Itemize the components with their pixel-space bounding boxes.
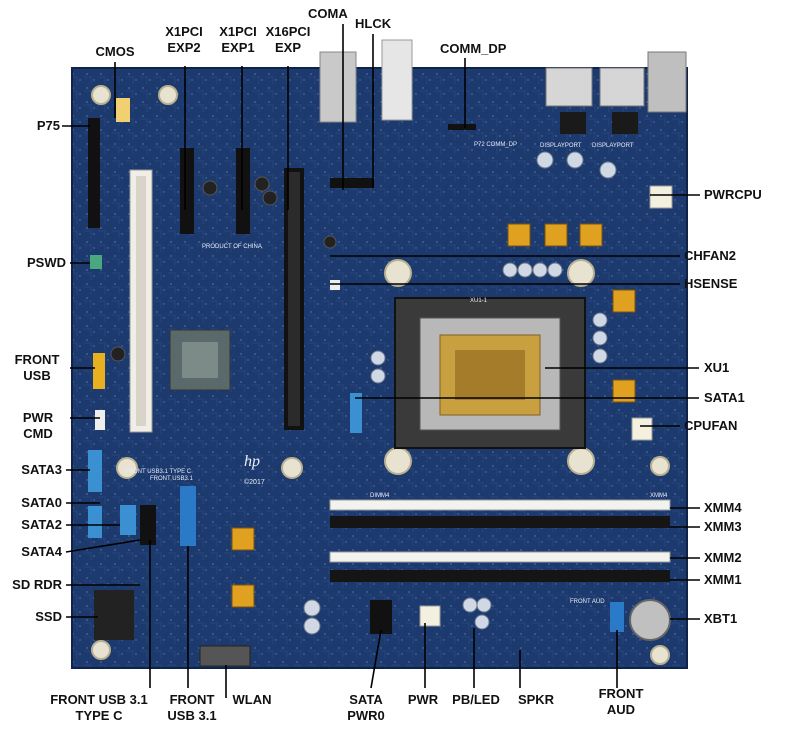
leader-lines xyxy=(62,24,700,698)
label-ssd: SSD xyxy=(35,609,62,624)
label-front-usb31: FRONT USB 3.1 xyxy=(167,692,217,723)
label-hsense: HSENSE xyxy=(684,276,738,291)
label-wlan: WLAN xyxy=(232,692,272,707)
label-x16pci-exp: X16PCI EXP xyxy=(265,24,311,55)
label-sata-pwr0: SATA PWR0 xyxy=(347,692,385,723)
label-cpufan: CPUFAN xyxy=(684,418,738,433)
label-spkr: SPKR xyxy=(517,692,555,707)
black-capacitors xyxy=(110,176,337,362)
board-front-usb31-text: FRONT USB3.1 xyxy=(150,476,194,482)
board-displayport-1-text: DISPLAYPORT xyxy=(540,143,582,149)
label-coma: COMA xyxy=(308,6,348,21)
board-year-text: ©2017 xyxy=(244,478,265,486)
label-xmm4: XMM4 xyxy=(704,500,742,515)
label-x1pci-exp1: X1PCI EXP1 xyxy=(219,24,257,55)
label-sata0: SATA0 xyxy=(21,495,62,510)
board-front-aud-text: FRONT AUD xyxy=(570,599,605,605)
label-pswd: PSWD xyxy=(27,255,66,270)
label-sata2: SATA2 xyxy=(21,517,62,532)
label-comm-dp: COMM_DP xyxy=(440,41,507,56)
label-front-aud: FRONT AUD xyxy=(598,686,644,717)
label-chfan2: CHFAN2 xyxy=(684,248,737,263)
label-pwrcpu: PWRCPU xyxy=(704,187,762,202)
label-sata3: SATA3 xyxy=(21,462,62,477)
board-origin-text: PRODUCT OF CHINA xyxy=(202,244,262,250)
label-sata1: SATA1 xyxy=(704,390,745,405)
label-hlck: HLCK xyxy=(355,16,392,31)
board-displayport-2-text: DISPLAYPORT xyxy=(592,143,634,149)
label-pb-led: PB/LED xyxy=(452,692,500,707)
board-dimm-left-text: DIMM4 xyxy=(370,493,390,499)
board-dimm-right-text: XMM4 xyxy=(650,493,668,499)
vrm-inductors xyxy=(231,223,636,608)
label-xbt1: XBT1 xyxy=(704,611,738,626)
label-front-usb31-typec: FRONT USB 3.1 TYPE C xyxy=(50,692,148,723)
label-sd-rdr: SD RDR xyxy=(12,577,62,592)
label-xu1: XU1 xyxy=(704,360,730,375)
label-xmm3: XMM3 xyxy=(704,519,742,534)
hp-logo: hp xyxy=(244,453,260,470)
dimm-slots xyxy=(329,499,671,582)
label-sata4: SATA4 xyxy=(21,544,62,559)
capacitors xyxy=(303,151,617,635)
label-x1pci-exp2: X1PCI EXP2 xyxy=(165,24,203,55)
label-p75: P75 xyxy=(36,118,60,133)
label-cmos: CMOS xyxy=(95,44,135,59)
label-front-usb: FRONT USB xyxy=(14,352,60,383)
label-pwr-cmd: PWR CMD xyxy=(22,410,54,441)
label-xmm2: XMM2 xyxy=(704,550,742,565)
pci-slots xyxy=(129,148,304,433)
rear-io xyxy=(319,39,687,134)
board-p72-text: P72 COMM_DP xyxy=(474,142,517,148)
board-front-usb31-typec-text: FRONT USB3.1 TYPE C xyxy=(125,469,192,475)
label-pwr: PWR xyxy=(407,692,439,707)
connectors xyxy=(88,98,673,667)
label-xmm1: XMM1 xyxy=(704,572,742,587)
board-socket-text: XU1-1 xyxy=(470,298,488,304)
cpu-socket xyxy=(394,297,586,449)
